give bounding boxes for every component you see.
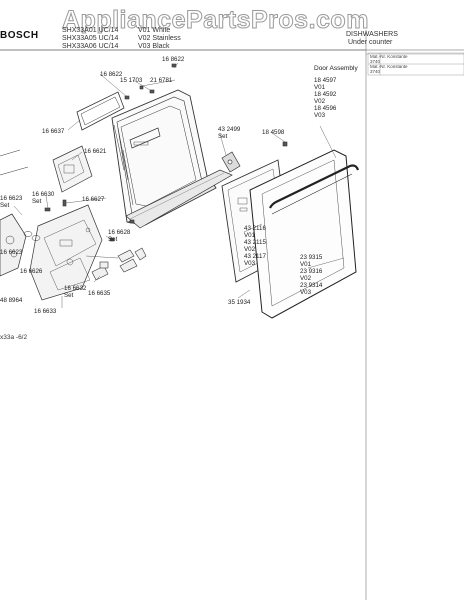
model-3: SHX33A06 UC/14 bbox=[62, 43, 119, 50]
part-number-label: 35 1934 bbox=[228, 299, 251, 306]
material-table bbox=[367, 52, 464, 76]
part-number-label: 16 6632 Set bbox=[64, 285, 87, 299]
screws bbox=[44, 63, 342, 242]
connector-parts bbox=[91, 247, 147, 281]
part-number-label: 16 6621 bbox=[84, 148, 107, 155]
door-strip bbox=[125, 169, 233, 229]
part-number-label: 16 8622 bbox=[100, 71, 123, 78]
part-number-label: 16 8622 bbox=[162, 56, 185, 63]
part-number-label: 23 9315 V01 23 9316 V02 23 9314 V03 bbox=[300, 254, 323, 296]
part-number-label: 16 6630 Set bbox=[32, 191, 55, 205]
part-number-label: 16 6633 bbox=[34, 308, 57, 315]
door-handle bbox=[269, 164, 360, 215]
gasket-frame bbox=[76, 91, 125, 131]
part-number-label: 16 6623 Set bbox=[0, 195, 23, 209]
part-number-label: 16 6627 bbox=[82, 196, 105, 203]
table-line: 3740 bbox=[370, 59, 381, 64]
part-number-label: 15 1703 bbox=[120, 77, 143, 84]
leader-lines bbox=[13, 62, 345, 308]
part-number-label: 48 8964 bbox=[0, 297, 23, 304]
watermark: AppliancePartsPros.com bbox=[62, 6, 369, 35]
subcategory-label: Under counter bbox=[348, 39, 393, 46]
section-title: Door Assembly bbox=[314, 65, 358, 72]
part-number-label: 16 6628 Set bbox=[108, 229, 131, 243]
category-label: DISHWASHERS bbox=[346, 31, 398, 38]
part-number-label: 16 6635 bbox=[88, 290, 111, 297]
footer-code: x33a -6/2 bbox=[0, 334, 28, 341]
part-number-label: 16 6623 bbox=[0, 249, 23, 256]
material-table-text: Mat.-Nr. Konstante 3740 Mat.-Nr. Konstan… bbox=[370, 54, 464, 74]
model-2: SHX33A05 UC/14 bbox=[62, 35, 119, 42]
control-module bbox=[29, 145, 103, 301]
part-number-label: 16 6626 bbox=[20, 268, 43, 275]
part-number-label: 43 2499 Set bbox=[218, 126, 241, 140]
variant-3: V03 Black bbox=[138, 43, 170, 50]
outer-door-panel bbox=[249, 149, 357, 319]
part-number-label: 18 4598 bbox=[262, 129, 285, 136]
brand-logo: BOSCH bbox=[0, 30, 39, 41]
table-line: Mat.-Nr. Konstante bbox=[370, 64, 408, 69]
variant-2: V02 Stainless bbox=[138, 35, 181, 42]
hinge-bracket bbox=[221, 151, 241, 173]
table-line: Mat.-Nr. Konstante bbox=[370, 54, 408, 59]
part-number-label: 21 6781 bbox=[150, 77, 173, 84]
part-number-label: 16 6637 bbox=[42, 128, 65, 135]
variant-1: V01 White bbox=[138, 27, 171, 34]
table-line: 3740 bbox=[370, 69, 381, 74]
part-number-label: 18 4597 V01 18 4592 V02 18 4596 V03 bbox=[314, 77, 337, 119]
left-partial-part bbox=[0, 149, 41, 277]
model-1: SHX33A01 UC/14 bbox=[62, 27, 119, 34]
part-number-label: 43 2116 V01 43 2115 V02 43 2117 V03 bbox=[244, 225, 266, 267]
